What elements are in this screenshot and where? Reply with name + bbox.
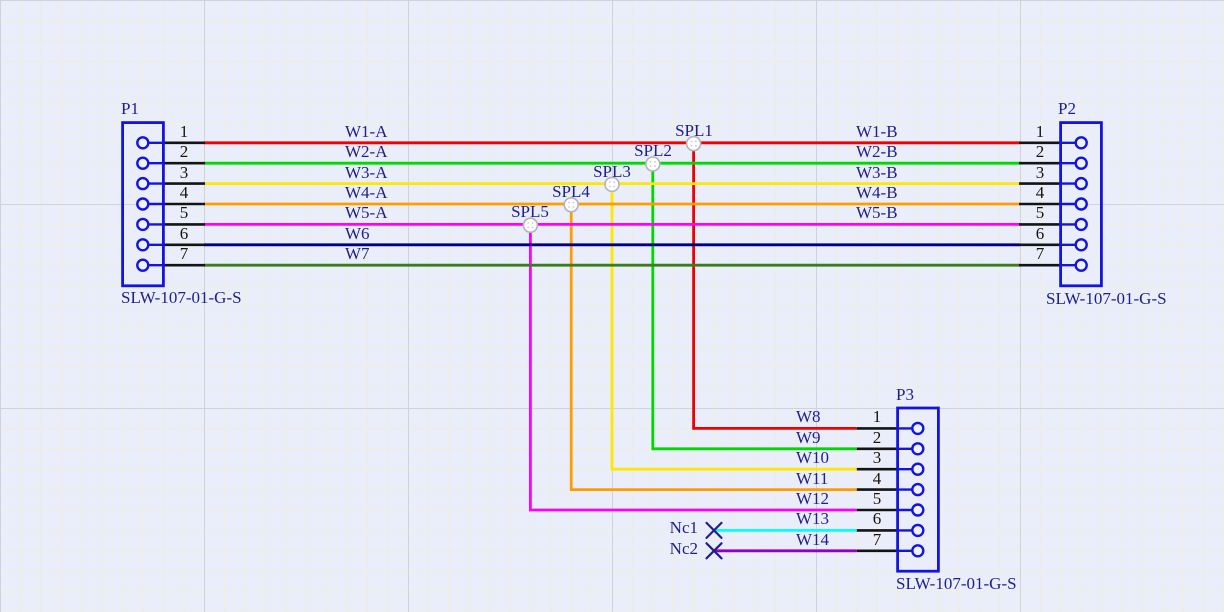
p3-pin-7-number: 7 xyxy=(872,530,882,549)
p2-pin-leads xyxy=(1060,141,1082,267)
connector-p3 xyxy=(856,406,940,573)
p1-part-number-label[interactable]: SLW-107-01-G-S xyxy=(121,288,242,307)
p1-pin-7[interactable] xyxy=(136,258,150,272)
p2-pin-7[interactable] xyxy=(1074,258,1088,272)
p2-pin-4[interactable] xyxy=(1074,197,1088,211)
p1-ref-label[interactable]: P1 xyxy=(121,99,139,118)
p1-pin-7-number: 7 xyxy=(179,244,189,263)
p2-wire-stubs[interactable] xyxy=(1019,141,1061,267)
nc2-no-connect-icon[interactable] xyxy=(705,542,723,560)
p1-pin-5-number: 5 xyxy=(179,203,189,222)
p2-pin-5-number: 5 xyxy=(1035,203,1045,222)
splice-label-spl2[interactable]: SPL2 xyxy=(634,141,672,160)
p1-pin-1-number: 1 xyxy=(179,122,189,141)
wire-label-w5-b[interactable]: W5-B xyxy=(856,203,898,222)
wire-label-w8[interactable]: W8 xyxy=(796,407,821,426)
wire-label-w11[interactable]: W11 xyxy=(796,469,829,488)
p1-pin-1[interactable] xyxy=(136,136,150,150)
p3-pin-4[interactable] xyxy=(911,482,925,497)
p3-pin-6-number: 6 xyxy=(872,509,882,528)
p3-ref-label[interactable]: P3 xyxy=(896,385,914,404)
p3-pin-2[interactable] xyxy=(911,442,925,456)
p1-pin-leads xyxy=(142,141,164,267)
p2-pin-4-number: 4 xyxy=(1035,183,1045,202)
p2-pin-6-number: 6 xyxy=(1035,224,1045,243)
nc1-no-connect-icon[interactable] xyxy=(705,521,723,539)
p2-pin-3-number: 3 xyxy=(1035,163,1045,182)
p3-pin-5[interactable] xyxy=(911,503,925,517)
p3-part-number-label[interactable]: SLW-107-01-G-S xyxy=(896,574,1017,593)
p3-pin-3-number: 3 xyxy=(872,448,882,467)
wire-label-w4-b[interactable]: W4-B xyxy=(856,183,898,202)
p3-pin-5-number: 5 xyxy=(872,489,882,508)
p2-pin-6[interactable] xyxy=(1074,238,1088,252)
wire-w11[interactable] xyxy=(569,204,857,491)
p1-pin-6[interactable] xyxy=(136,238,150,252)
p3-pin-3[interactable] xyxy=(911,462,925,476)
nc2-label[interactable]: Nc2 xyxy=(669,539,698,558)
p1-pin-3-number: 3 xyxy=(179,163,189,182)
p2-pin-2-number: 2 xyxy=(1035,142,1045,161)
p3-pin-7[interactable] xyxy=(911,544,925,558)
connector-p1 xyxy=(121,121,205,288)
splice-spl4[interactable] xyxy=(563,197,580,213)
p2-ref-label[interactable]: P2 xyxy=(1058,99,1076,118)
p2-pin-3[interactable] xyxy=(1074,176,1088,191)
wire-label-w5-a[interactable]: W5-A xyxy=(345,203,388,222)
wire-label-w3-b[interactable]: W3-B xyxy=(856,163,898,182)
p3-pin-6[interactable] xyxy=(911,523,925,538)
p1-pin-4[interactable] xyxy=(136,197,150,211)
splice-label-spl4[interactable]: SPL4 xyxy=(552,182,590,201)
p3-pin-leads xyxy=(897,427,918,552)
splice-spl3[interactable] xyxy=(604,176,620,193)
wire-w12[interactable] xyxy=(529,224,857,512)
p2-part-number-label[interactable]: SLW-107-01-G-S xyxy=(1046,289,1167,308)
wire-label-w10[interactable]: W10 xyxy=(796,448,830,467)
wire-label-w12[interactable]: W12 xyxy=(796,489,830,508)
p2-pin-1-number: 1 xyxy=(1035,122,1045,141)
p1-pin-6-number: 6 xyxy=(179,224,189,243)
p2-pin-5[interactable] xyxy=(1074,217,1088,232)
wire-w10[interactable] xyxy=(610,183,857,471)
p3-pin-4-number: 4 xyxy=(872,469,882,488)
nc1-label[interactable]: Nc1 xyxy=(669,518,698,537)
wire-label-w6[interactable]: W6 xyxy=(345,224,370,243)
wire-label-w1-a[interactable]: W1-A xyxy=(345,122,388,141)
p1-pin-4-number: 4 xyxy=(179,183,189,202)
splice-spl1[interactable] xyxy=(685,135,702,152)
splice-spl2[interactable] xyxy=(644,156,661,172)
splice-label-spl1[interactable]: SPL1 xyxy=(675,121,713,140)
p1-wire-stubs[interactable] xyxy=(163,141,205,267)
wire-label-w4-a[interactable]: W4-A xyxy=(345,183,388,202)
connector-p2 xyxy=(1019,121,1103,288)
wire-label-w14[interactable]: W14 xyxy=(796,530,830,549)
wire-label-w7[interactable]: W7 xyxy=(345,244,370,263)
p3-pin-1[interactable] xyxy=(911,421,925,436)
p1-pin-3[interactable] xyxy=(136,176,150,191)
p2-pin-7-number: 7 xyxy=(1035,244,1045,263)
splice-spl5[interactable] xyxy=(522,217,539,233)
p3-pin-2-number: 2 xyxy=(872,428,882,447)
p3-wire-stubs[interactable] xyxy=(856,427,898,553)
splice-label-spl5[interactable]: SPL5 xyxy=(511,202,549,221)
wire-label-w3-a[interactable]: W3-A xyxy=(345,163,388,182)
p2-pin-1[interactable] xyxy=(1074,136,1088,150)
splice-label-spl3[interactable]: SPL3 xyxy=(593,162,631,181)
p1-pin-2[interactable] xyxy=(136,156,150,170)
wire-w9[interactable] xyxy=(651,163,857,451)
p1-pin-2-number: 2 xyxy=(179,142,189,161)
wire-label-w2-a[interactable]: W2-A xyxy=(345,142,388,161)
wire-label-w13[interactable]: W13 xyxy=(796,509,830,528)
wire-label-w1-b[interactable]: W1-B xyxy=(856,122,898,141)
p3-pin-1-number: 1 xyxy=(872,407,882,426)
wire-w8[interactable] xyxy=(692,142,857,430)
p1-pin-5[interactable] xyxy=(136,217,150,232)
p2-pin-2[interactable] xyxy=(1074,156,1088,170)
wire-label-w2-b[interactable]: W2-B xyxy=(856,142,898,161)
wire-label-w9[interactable]: W9 xyxy=(796,428,821,447)
